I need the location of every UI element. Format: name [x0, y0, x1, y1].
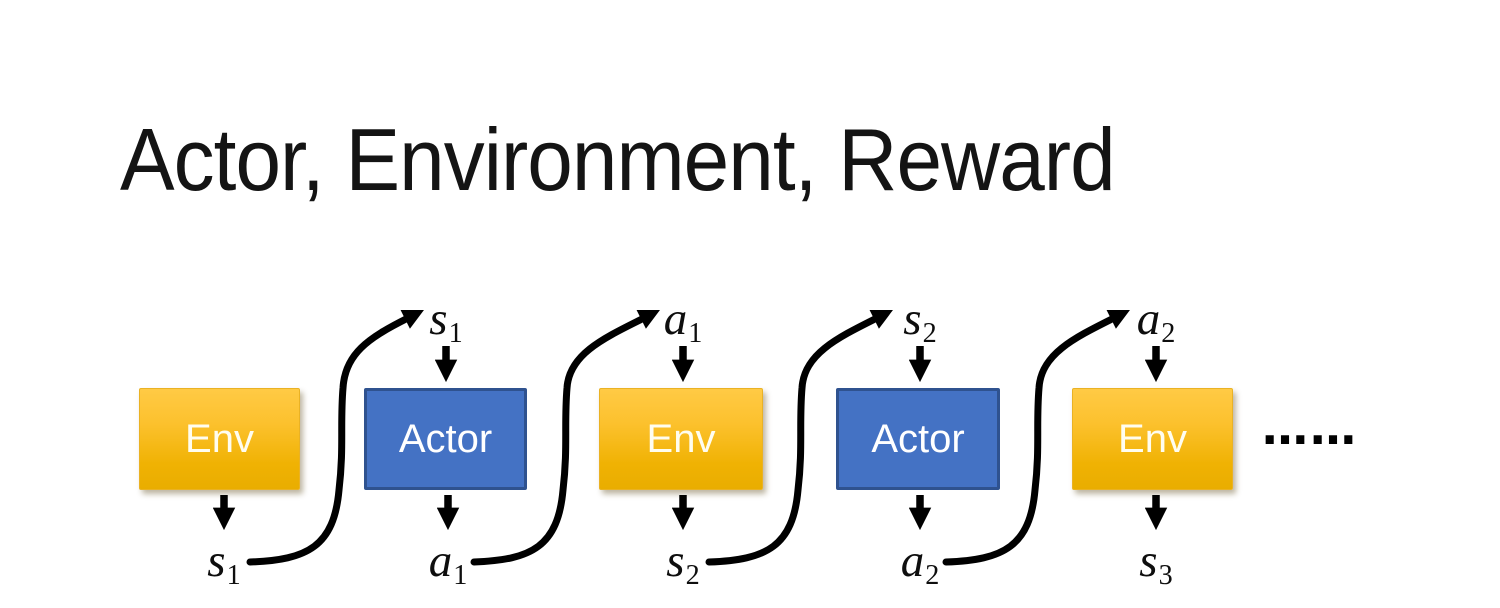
actor-box-2: Actor: [836, 388, 1000, 490]
state-label-s1-top: s1: [429, 293, 462, 348]
label-base: s: [1139, 535, 1158, 587]
label-base: a: [663, 293, 688, 345]
label-base: s: [207, 535, 226, 587]
label-sub: 1: [226, 559, 241, 591]
env-box-2: Env: [599, 388, 763, 490]
actor-box-2-label: Actor: [871, 417, 965, 461]
label-base: s: [666, 535, 685, 587]
action-label-a2-bottom: a2: [900, 535, 940, 590]
label-base: a: [900, 535, 925, 587]
label-sub: 2: [925, 559, 940, 591]
env-box-2-label: Env: [646, 417, 716, 461]
label-base: s: [903, 293, 922, 345]
label-sub: 1: [688, 317, 703, 349]
label-sub: 2: [922, 317, 937, 349]
env-box-3-label: Env: [1118, 417, 1187, 461]
action-label-a2-top: a2: [1136, 293, 1176, 348]
env-box-1: Env: [139, 388, 300, 490]
slide-title: Actor, Environment, Reward: [120, 110, 1116, 209]
action-label-a1-top: a1: [663, 293, 703, 348]
actor-box-1-label: Actor: [398, 417, 493, 461]
actor-box-1: Actor: [364, 388, 527, 490]
state-label-s2-top: s2: [903, 293, 936, 348]
label-sub: 1: [453, 559, 468, 591]
action-label-a1-bottom: a1: [428, 535, 468, 590]
env-box-3: Env: [1072, 388, 1233, 490]
label-sub: 1: [448, 317, 463, 349]
state-label-s2-bottom: s2: [666, 535, 699, 590]
state-label-s3-bottom: s3: [1139, 535, 1172, 590]
label-base: s: [429, 293, 448, 345]
label-sub: 2: [685, 559, 700, 591]
label-sub: 2: [1161, 317, 1176, 349]
state-label-s1-bottom: s1: [207, 535, 240, 590]
continuation-ellipsis: ……: [1262, 401, 1358, 455]
label-base: a: [428, 535, 453, 587]
label-base: a: [1136, 293, 1161, 345]
label-sub: 3: [1158, 559, 1173, 591]
env-box-1-label: Env: [185, 417, 254, 461]
